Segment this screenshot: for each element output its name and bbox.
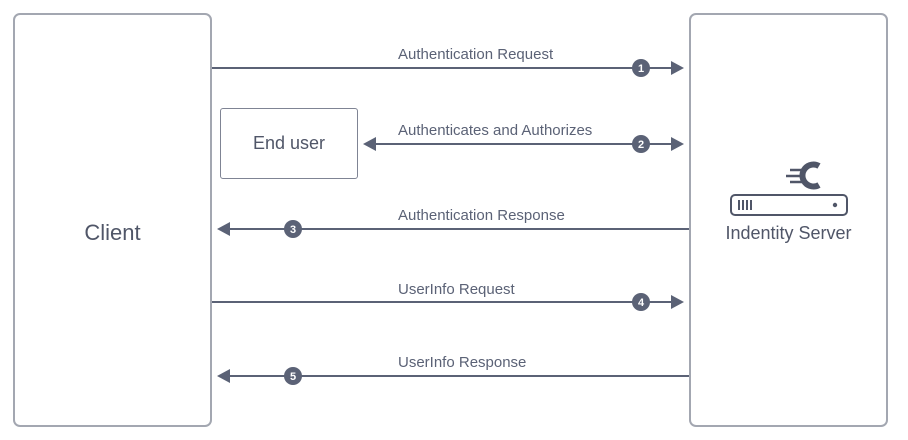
- flow-5-arrow: 5: [217, 367, 689, 385]
- flow-5-label: UserInfo Response: [398, 354, 527, 371]
- step-5-badge: 5: [284, 367, 302, 385]
- svg-text:5: 5: [290, 371, 296, 383]
- flow-2-arrow: 2: [363, 135, 684, 153]
- svg-text:2: 2: [638, 139, 644, 151]
- flow-4-arrow: 4: [212, 293, 684, 311]
- client-box: Client: [13, 13, 212, 427]
- identity-server-label: Indentity Server: [725, 223, 852, 243]
- client-label: Client: [84, 220, 141, 245]
- flow-3-label: Authentication Response: [398, 207, 565, 224]
- step-3-badge: 3: [284, 220, 302, 238]
- svg-text:3: 3: [290, 224, 296, 236]
- svg-text:4: 4: [638, 297, 645, 309]
- step-2-badge: 2: [632, 135, 650, 153]
- step-4-badge: 4: [632, 293, 650, 311]
- identity-server-logo-icon: [730, 161, 848, 216]
- svg-text:1: 1: [638, 63, 644, 75]
- end-user-box: End user: [220, 108, 358, 179]
- step-1-badge: 1: [632, 59, 650, 77]
- end-user-label: End user: [252, 133, 326, 153]
- flow-1-label: Authentication Request: [398, 46, 554, 63]
- identity-server-box: Indentity Server: [689, 13, 888, 427]
- flow-4-label: UserInfo Request: [398, 281, 515, 298]
- server-rack-icon: [730, 194, 848, 216]
- flow-3-arrow: 3: [217, 220, 689, 238]
- flow-2-label: Authenticates and Authorizes: [398, 122, 593, 139]
- flow-1-arrow: 1: [212, 59, 684, 77]
